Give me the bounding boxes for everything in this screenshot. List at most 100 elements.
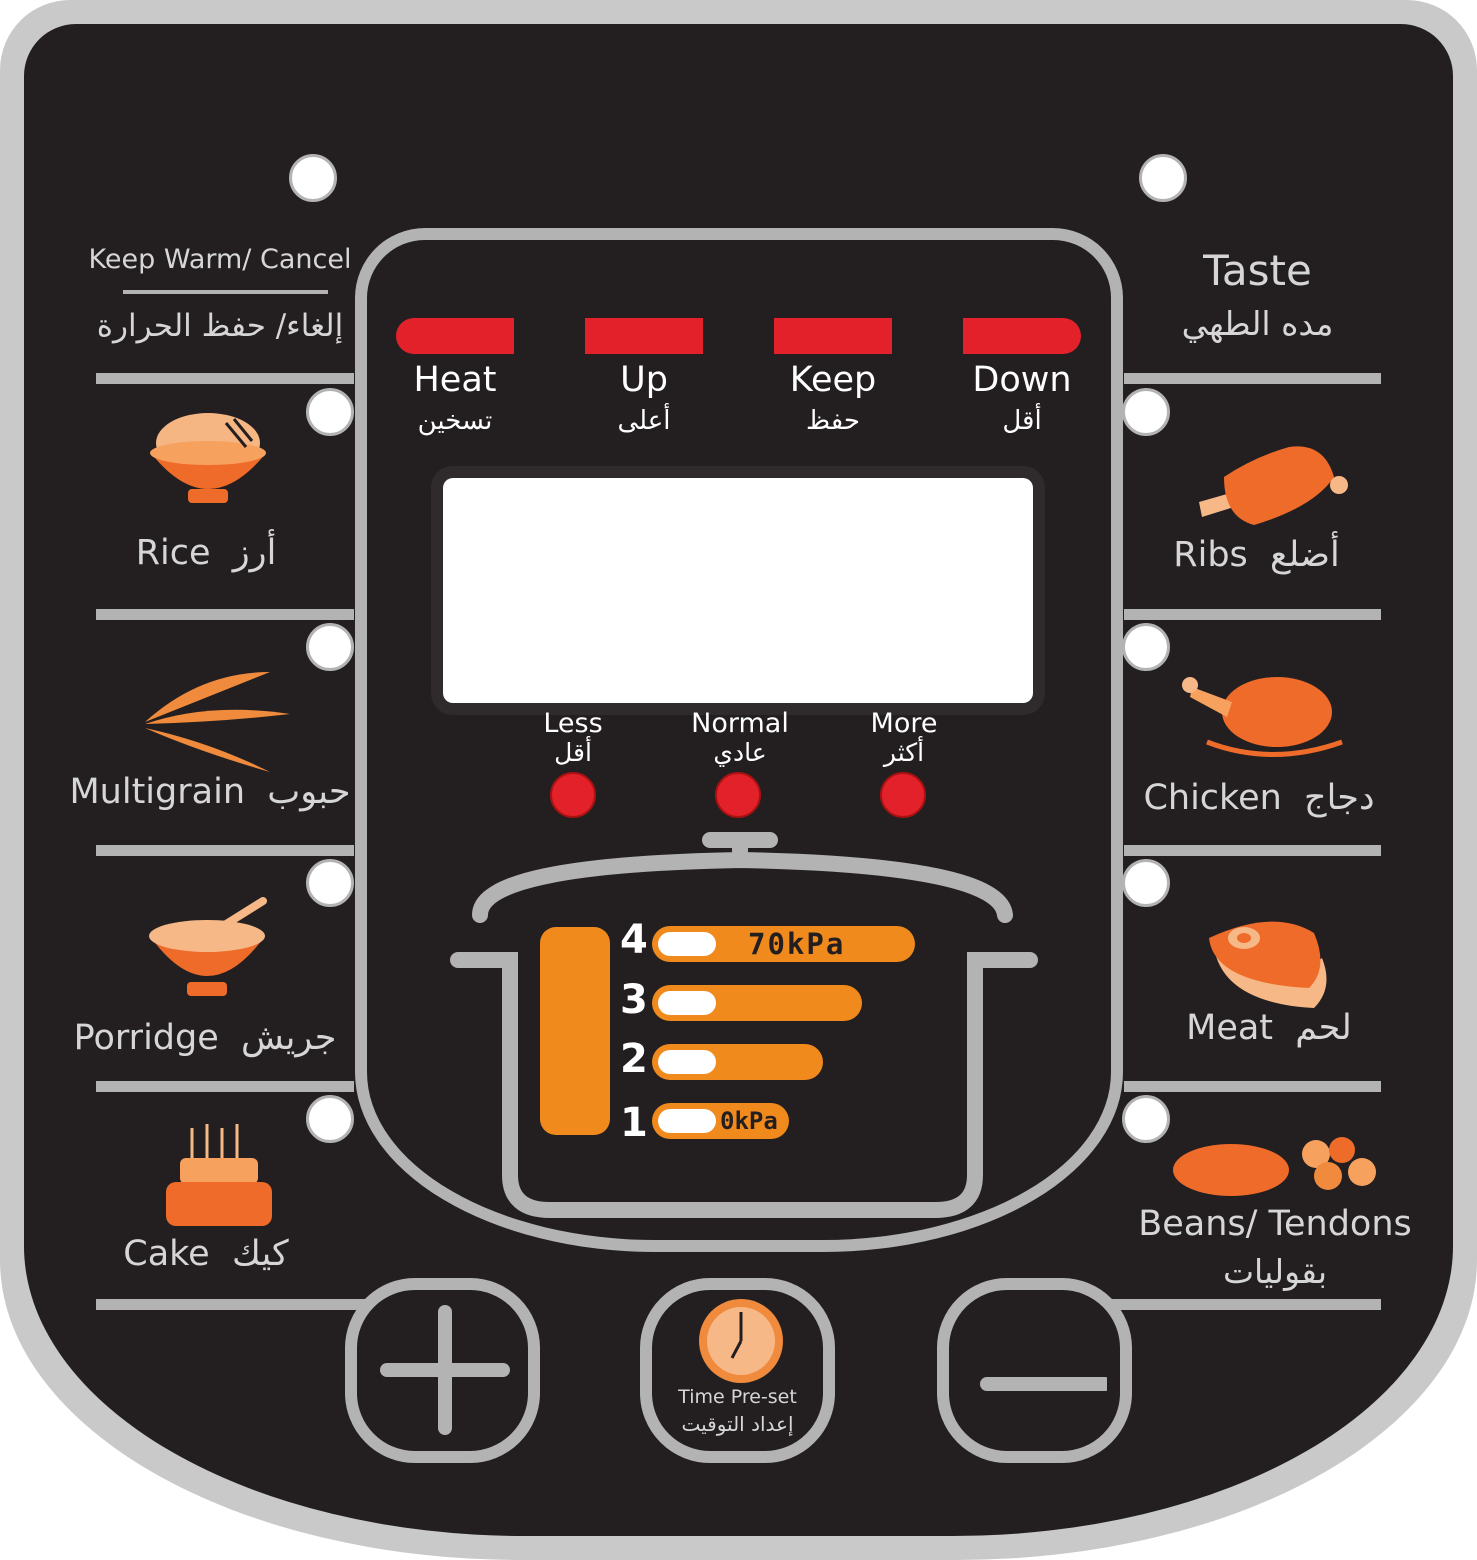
cake-label-ar: كيك <box>231 1234 289 1274</box>
porridge-button[interactable]: Porridge جريش <box>70 858 360 1083</box>
rice-indicator-dot <box>306 388 354 436</box>
porridge-label-ar: جريش <box>241 1018 337 1058</box>
pressure-level-block <box>540 927 610 1135</box>
multigrain-label-en: Multigrain <box>69 772 245 812</box>
keep-indicator-bar <box>774 318 892 354</box>
pressure-level-4-knob <box>658 932 716 956</box>
rice-label-en: Rice <box>135 533 211 573</box>
pressure-pot-graphic <box>450 832 1038 1218</box>
beans-tendons-indicator-dot <box>1122 1095 1170 1143</box>
chicken-label-en: Chicken <box>1143 778 1282 818</box>
less-indicator-light <box>550 772 596 818</box>
keep-label-en: Keep <box>789 360 877 400</box>
ribs-indicator-dot <box>1122 388 1170 436</box>
divider <box>96 1081 354 1092</box>
divider <box>96 609 354 620</box>
pressure-level-3-knob <box>658 991 716 1015</box>
divider <box>1124 845 1381 856</box>
divider <box>1110 1299 1381 1310</box>
more-indicator-light <box>880 772 926 818</box>
time-preset-label-ar: إعداد التوقيت <box>681 1412 794 1436</box>
meat-label-ar: لحم <box>1295 1008 1352 1048</box>
less-label-en: Less <box>543 708 603 739</box>
less-label-ar: أقل <box>554 738 592 767</box>
display-panel <box>355 228 1123 1252</box>
pressure-level-3-number: 3 <box>620 977 648 1023</box>
keep-warm-cancel-button[interactable]: Keep Warm/ Cancel إلغاء/ حفظ الحرارة <box>60 240 380 380</box>
heat-label-en: Heat <box>413 360 497 400</box>
divider <box>96 845 354 856</box>
minus-button[interactable] <box>937 1278 1132 1463</box>
porridge-bowl-icon <box>149 897 267 996</box>
ribs-label-ar: أضلع <box>1270 535 1340 575</box>
time-preset-button[interactable]: Time Pre-set إعداد التوقيت <box>640 1278 835 1463</box>
beans-tendons-button[interactable]: Beans/ Tendons بقوليات <box>1130 1094 1420 1294</box>
meat-icon <box>1209 921 1327 1008</box>
taste-indicator-dot <box>1139 154 1187 202</box>
lcd-display <box>443 478 1033 703</box>
cake-label-en: Cake <box>123 1234 210 1274</box>
heat-label-ar: تسخين <box>417 406 493 436</box>
pressure-level-4-number: 4 <box>620 917 648 963</box>
rice-bowl-icon <box>150 413 266 503</box>
rice-label-ar: أرز <box>232 533 277 573</box>
more-label-ar: أكثر <box>883 738 925 767</box>
keep-warm-cancel-indicator-dot <box>289 154 337 202</box>
normal-indicator-light <box>715 772 761 818</box>
taste-label-ar: مده الطهي <box>1181 304 1334 343</box>
pressure-level-2-knob <box>658 1050 716 1074</box>
chicken-indicator-dot <box>1122 623 1170 671</box>
pressure-level-1-number: 1 <box>620 1100 648 1146</box>
plus-button[interactable] <box>345 1278 540 1463</box>
beans-tendons-label-en: Beans/ Tendons <box>1138 1204 1412 1244</box>
beans-tendons-label-ar: بقوليات <box>1222 1252 1328 1291</box>
cake-indicator-dot <box>306 1095 354 1143</box>
chicken-label-ar: دجاج <box>1304 778 1375 818</box>
normal-label-en: Normal <box>691 708 789 739</box>
multigrain-label-ar: حبوب <box>267 772 351 812</box>
multigrain-indicator-dot <box>306 623 354 671</box>
meat-indicator-dot <box>1122 859 1170 907</box>
keep-label-ar: حفظ <box>806 406 860 436</box>
beans-icon <box>1173 1137 1376 1196</box>
up-label-ar: أعلى <box>617 406 671 436</box>
keep-warm-cancel-label-en: Keep Warm/ Cancel <box>88 244 352 275</box>
porridge-indicator-dot <box>306 859 354 907</box>
plus-icon <box>380 1305 510 1435</box>
ribs-icon <box>1199 446 1348 525</box>
wheat-icon <box>145 672 290 772</box>
keep-warm-cancel-label-ar: إلغاء/ حفظ الحرارة <box>96 308 344 344</box>
meat-label-en: Meat <box>1186 1008 1274 1048</box>
down-label-ar: أقل <box>1002 406 1042 436</box>
divider <box>1124 373 1381 384</box>
up-indicator-bar <box>585 318 703 354</box>
clock-icon <box>699 1299 783 1383</box>
cake-button[interactable]: Cake كيك <box>96 1094 354 1294</box>
meat-button[interactable]: Meat لحم <box>1124 858 1384 1083</box>
minus-icon <box>980 1377 1107 1391</box>
pressure-min-label: 0kPa <box>720 1107 778 1135</box>
up-label-en: Up <box>620 360 668 400</box>
porridge-label-en: Porridge <box>73 1018 219 1058</box>
rice-button[interactable]: Rice أرز <box>96 385 354 610</box>
chicken-button[interactable]: Chicken دجاج <box>1124 622 1394 847</box>
pressure-level-2-number: 2 <box>620 1036 648 1082</box>
down-label-en: Down <box>972 360 1072 400</box>
divider <box>1124 609 1381 620</box>
ribs-button[interactable]: Ribs أضلع <box>1124 385 1384 610</box>
time-preset-label-en: Time Pre-set <box>678 1386 797 1408</box>
divider <box>96 1299 366 1310</box>
cake-icon <box>166 1124 272 1226</box>
pressure-max-label: 70kPa <box>748 927 846 961</box>
divider <box>1124 1081 1381 1092</box>
label-separator <box>123 290 328 294</box>
taste-button[interactable]: Taste مده الطهي <box>1130 246 1385 356</box>
multigrain-button[interactable]: Multigrain حبوب <box>60 622 360 847</box>
pressure-level-1-knob <box>658 1109 716 1133</box>
normal-label-ar: عادي <box>713 738 767 767</box>
heat-indicator-bar <box>396 318 514 354</box>
more-label-en: More <box>870 708 938 739</box>
divider <box>96 373 354 384</box>
chicken-icon <box>1182 677 1343 757</box>
taste-label-en: Taste <box>1203 246 1312 295</box>
